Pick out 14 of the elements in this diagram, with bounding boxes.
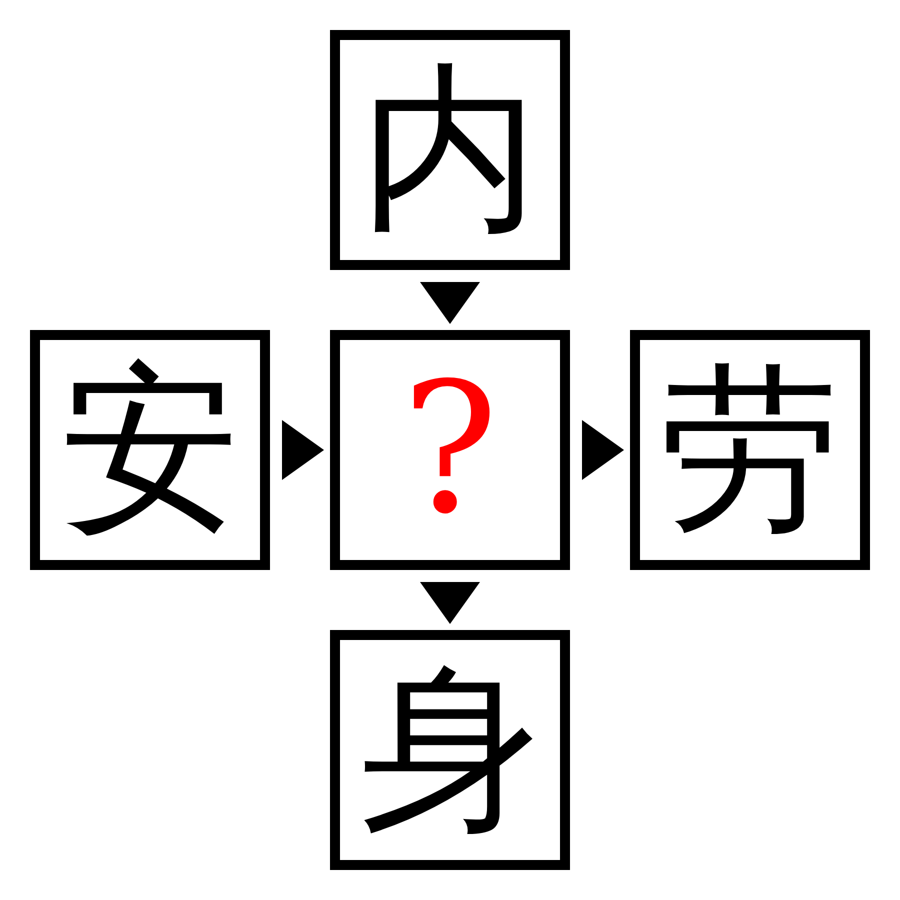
character-box (330, 630, 570, 870)
arrow (420, 282, 480, 324)
character: 身 (360, 660, 540, 840)
character-box (30, 330, 270, 570)
character: 内 (360, 60, 540, 240)
character: 劳 (660, 360, 840, 540)
character-box (330, 30, 570, 270)
character: ? (402, 360, 498, 540)
character-box (630, 330, 870, 570)
character: 安 (60, 360, 240, 540)
character-box (330, 330, 570, 570)
arrow (420, 582, 480, 624)
arrow (282, 420, 324, 480)
arrow (582, 420, 624, 480)
